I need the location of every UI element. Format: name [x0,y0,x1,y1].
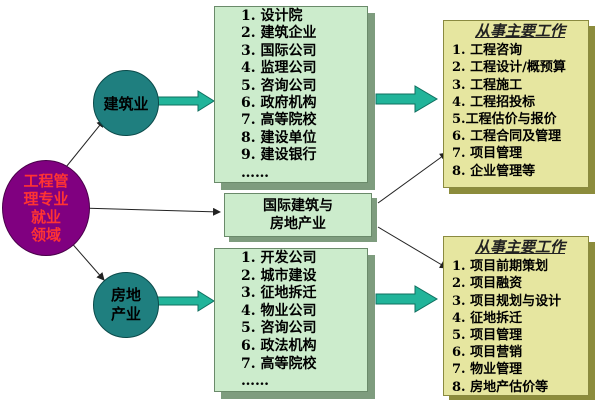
duty-item: 5. 项目管理 [452,328,523,344]
international-line-1: 国际建筑与 [263,198,333,214]
list-item: 6. 政法机构 [241,337,317,354]
list-item: 6. 政府机构 [241,95,317,112]
duty-item: 8. 房地产估价等 [452,379,549,395]
list-item: 1. 开发公司 [241,250,317,266]
list-item: 5. 咨询公司 [241,320,317,337]
duty-item: 3. 项目规划与设计 [452,293,562,309]
duty-item: 6. 工程合同及管理 [452,129,562,145]
international-line-2: 房地产业 [270,216,326,232]
duty-item: 5.工程估价与报价 [452,112,557,128]
duty-item: 7. 物业管理 [452,362,523,378]
list-item: 4. 监理公司 [241,60,317,77]
duty-item: 1. 项目前期策划 [452,259,549,275]
block-arrow-bottom-right [375,285,438,313]
list-item: 4. 物业公司 [241,302,317,319]
duty-item: 7. 项目管理 [452,146,523,162]
duties-real-estate-title: 从事主要工作 [474,238,565,256]
root-node: 工程管 理专业 就业 领域 [2,160,90,256]
branch-real-estate-line-1: 房地 [110,286,141,304]
duty-item: 2. 工程设计/概预算 [452,60,566,76]
duty-item: 8. 企业管理等 [452,163,536,179]
root-line-4: 领域 [30,226,61,244]
list-item: …… [241,164,269,181]
root-line-3: 就业 [30,208,61,226]
list-item: 3. 国际公司 [241,42,317,59]
duty-item: 3. 工程施工 [452,77,523,93]
root-line-1: 工程管 [23,172,69,190]
connector-middle-to-duties-top [377,152,448,204]
root-line-2: 理专业 [23,190,69,208]
block-arrow-bottom-left [154,290,215,312]
list-item: 2. 城市建设 [241,267,317,284]
list-item: 5. 咨询公司 [241,77,317,94]
list-item: 7. 高等院校 [241,112,317,129]
list-item: 1. 设计院 [241,8,303,24]
branch-real-estate-line-2: 产业 [110,305,141,323]
list-item: 7. 高等院校 [241,355,317,372]
list-item: 3. 征地拆迁 [241,285,317,302]
list-item: 2. 建筑企业 [241,25,317,42]
duty-item: 4. 征地拆迁 [452,310,523,326]
block-arrow-top-right [375,85,438,113]
list-item: 8. 建设单位 [241,129,317,146]
duties-construction-title: 从事主要工作 [474,22,565,40]
duty-item: 4. 工程招投标 [452,94,536,110]
branch-construction: 建筑业 [93,70,159,136]
block-arrow-top-left [154,90,215,112]
list-item: …… [241,373,269,390]
connector-middle-to-duties-bottom [377,226,448,269]
list-item: 9. 建设银行 [241,147,317,164]
duty-item: 1. 工程咨询 [452,43,523,59]
branch-real-estate: 房地 产业 [93,272,159,338]
duty-item: 2. 项目融资 [452,276,523,292]
international-box: 国际建筑与 房地产业 [224,193,372,237]
branch-construction-label: 建筑业 [103,94,149,113]
connector-root-to-middle [79,207,221,216]
duty-item: 6. 项目营销 [452,345,523,361]
connector-root-to-top [61,119,105,173]
